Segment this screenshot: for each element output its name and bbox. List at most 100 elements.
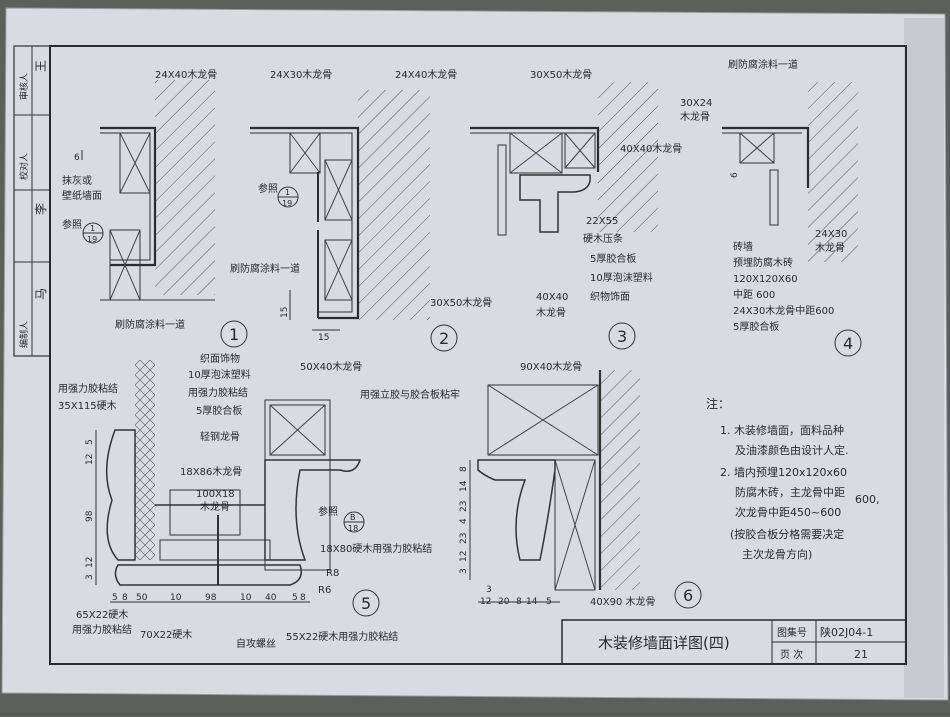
d3-label-1: 30X50木龙骨 (530, 68, 592, 81)
d6-number-circle (674, 581, 702, 609)
d5-label-21: 55X22硬木用强力胶粘结 (286, 630, 398, 643)
d6-dim-bottom-3: 20 (498, 597, 510, 607)
notes-line-5: 600, (855, 493, 880, 506)
d1-label-4: 参照 (62, 218, 82, 231)
d1-label-5: 刷防腐涂料一道 (115, 318, 185, 331)
d5-label-1: 用强力胶粘结 (58, 382, 118, 395)
drawing-border (49, 45, 907, 665)
signature-1: 王 (34, 60, 48, 72)
d3-label-3: 22X55 (586, 216, 618, 227)
d6-dim-left-3: 23 (459, 501, 469, 512)
d5-label-9: 用强立胶与胶合板粘牢 (360, 388, 460, 401)
d1-number-circle (220, 320, 248, 348)
d5-label-7: 轻钢龙骨 (200, 430, 240, 443)
notes-title: 注： (706, 396, 730, 411)
d1-ref-num: 1 (90, 224, 95, 233)
d5-dim-bottom-3: 50 (136, 593, 148, 603)
d4-label-1: 刷防腐涂料一道 (728, 58, 798, 71)
d2-number-circle (430, 324, 458, 352)
d6-dim-left-5: 23 (459, 533, 469, 544)
d5-label-2: 35X115硬木 (58, 400, 117, 412)
d6-dim-left-2: 14 (459, 480, 469, 492)
notes: 注： 1. 木装修墙面，面料品种 及油漆颜色由设计人定. 2. 墙内预埋120x… (706, 396, 880, 561)
d5-label-5: 用强力胶粘结 (188, 386, 248, 399)
d4-label-6: 砖墙 (733, 240, 753, 253)
d5-dim-bottom-9: 8 (300, 593, 306, 603)
d2-ref-sheet: 19 (282, 199, 292, 208)
signature-2: 李 (33, 203, 48, 215)
notes-line-6: 次龙骨中距450~600 (735, 505, 841, 519)
d6-dim-bottom-5: 14 (526, 597, 538, 607)
d5-dim-left-2: 12 (85, 454, 95, 465)
d3-label-4: 硬木压条 (583, 232, 623, 245)
d2-dim-2: 15 (318, 333, 329, 343)
page-value: 21 (854, 648, 868, 661)
d6-dim-left-1: 8 (459, 466, 469, 472)
d1-ref-sheet: 19 (87, 235, 97, 244)
detail-4: 刷防腐涂料一道 30X24 木龙骨 6 24X30 木龙骨 砖墙 预埋防腐木砖 … (680, 58, 862, 357)
d3-number: 3 (617, 327, 627, 346)
d2-label-4: 刷防腐涂料一道 (230, 262, 300, 275)
d5-dim-bottom-8: 5 (292, 593, 298, 603)
d5-dim-bottom-5: 98 (205, 593, 217, 603)
detail-1: 24X40木龙骨 6 抹灰或 壁纸墙面 参照 1 19 刷防腐涂料一道 1 (62, 68, 248, 348)
notes-line-8: 主次龙骨方向) (742, 547, 812, 561)
d4-label-9: 中距 600 (733, 288, 775, 301)
d5-label-12: 木龙骨 (200, 500, 230, 513)
d1-number: 1 (229, 325, 239, 344)
atlas-value: 陕02J04-1 (820, 625, 873, 639)
role-author: 编制人 (18, 321, 30, 348)
d2-label-2: 24X40木龙骨 (395, 68, 457, 81)
d3-number-circle (608, 322, 636, 350)
role-checker: 审核人 (18, 73, 30, 100)
d5-label-19: 70X22硬木 (140, 629, 192, 641)
d5-label-17: 65X22硬木 (76, 609, 128, 621)
d4-number-circle (834, 329, 862, 357)
d4-label-10: 24X30木龙骨中距600 (733, 304, 834, 317)
d6-dim-left-6: 12 (459, 551, 469, 562)
d5-number-circle (352, 589, 380, 617)
d4-number: 4 (843, 334, 853, 353)
d6-dim-left-4: 4 (459, 518, 469, 524)
d4-label-11: 5厚胶合板 (733, 320, 779, 333)
d3-label-10: 木龙骨 (536, 306, 566, 319)
d2-label-3: 参照 (258, 182, 278, 195)
notes-line-7: (按胶合板分格需要决定 (730, 527, 844, 541)
page-label: 页 次 (780, 648, 803, 661)
d5-number: 5 (361, 594, 371, 613)
d2-dim-1: 15 (280, 307, 290, 318)
d5-label-15: R8 (326, 568, 339, 579)
d4-label-8: 120X120X60 (733, 274, 798, 285)
atlas-label: 图集号 (777, 626, 807, 639)
d5-dim-bottom-2: 8 (122, 593, 128, 603)
d4-label-4: 24X30 (815, 229, 847, 240)
d5-ref-sheet: 18 (348, 524, 358, 533)
d3-label-7: 织物饰面 (590, 290, 630, 303)
d1-label-3: 壁纸墙面 (62, 189, 102, 202)
d6-dim-bottom-2: 12 (480, 597, 491, 607)
d6-dim-left-7: 3 (459, 568, 469, 574)
d5-label-20: 自攻螺丝 (236, 637, 276, 650)
d5-dim-bottom-4: 10 (170, 593, 182, 603)
d5-label-3: 织面饰物 (200, 352, 240, 365)
notes-line-2: 及油漆颜色由设计人定. (735, 443, 849, 457)
paper (2, 8, 948, 700)
sheet-title: 木装修墙面详图(四) (598, 634, 730, 652)
d1-label-2: 抹灰或 (62, 174, 92, 187)
d5-dim-left-5: 3 (85, 574, 95, 580)
d4-label-3: 木龙骨 (680, 110, 710, 123)
d5-label-4: 10厚泡沫塑料 (188, 368, 251, 381)
d5-dim-left-1: 5 (85, 439, 95, 445)
d4-label-5: 木龙骨 (815, 241, 845, 254)
detail-3: 30X50木龙骨 40X40木龙骨 22X55 硬木压条 5厚胶合板 10厚泡沫… (430, 68, 682, 350)
d5-label-8: 50X40木龙骨 (300, 360, 362, 373)
d6-label-2: 40X90 木龙骨 (590, 595, 655, 608)
notes-line-3: 2. 墙内预埋120x120x60 (720, 465, 847, 479)
d6-label-1: 90X40木龙骨 (520, 360, 582, 373)
role-proofreader: 校对人 (18, 153, 30, 180)
d5-ref-num: B (350, 513, 356, 522)
d3-label-8: 30X50木龙骨 (430, 296, 492, 309)
d5-dim-left-3: 98 (85, 510, 95, 522)
